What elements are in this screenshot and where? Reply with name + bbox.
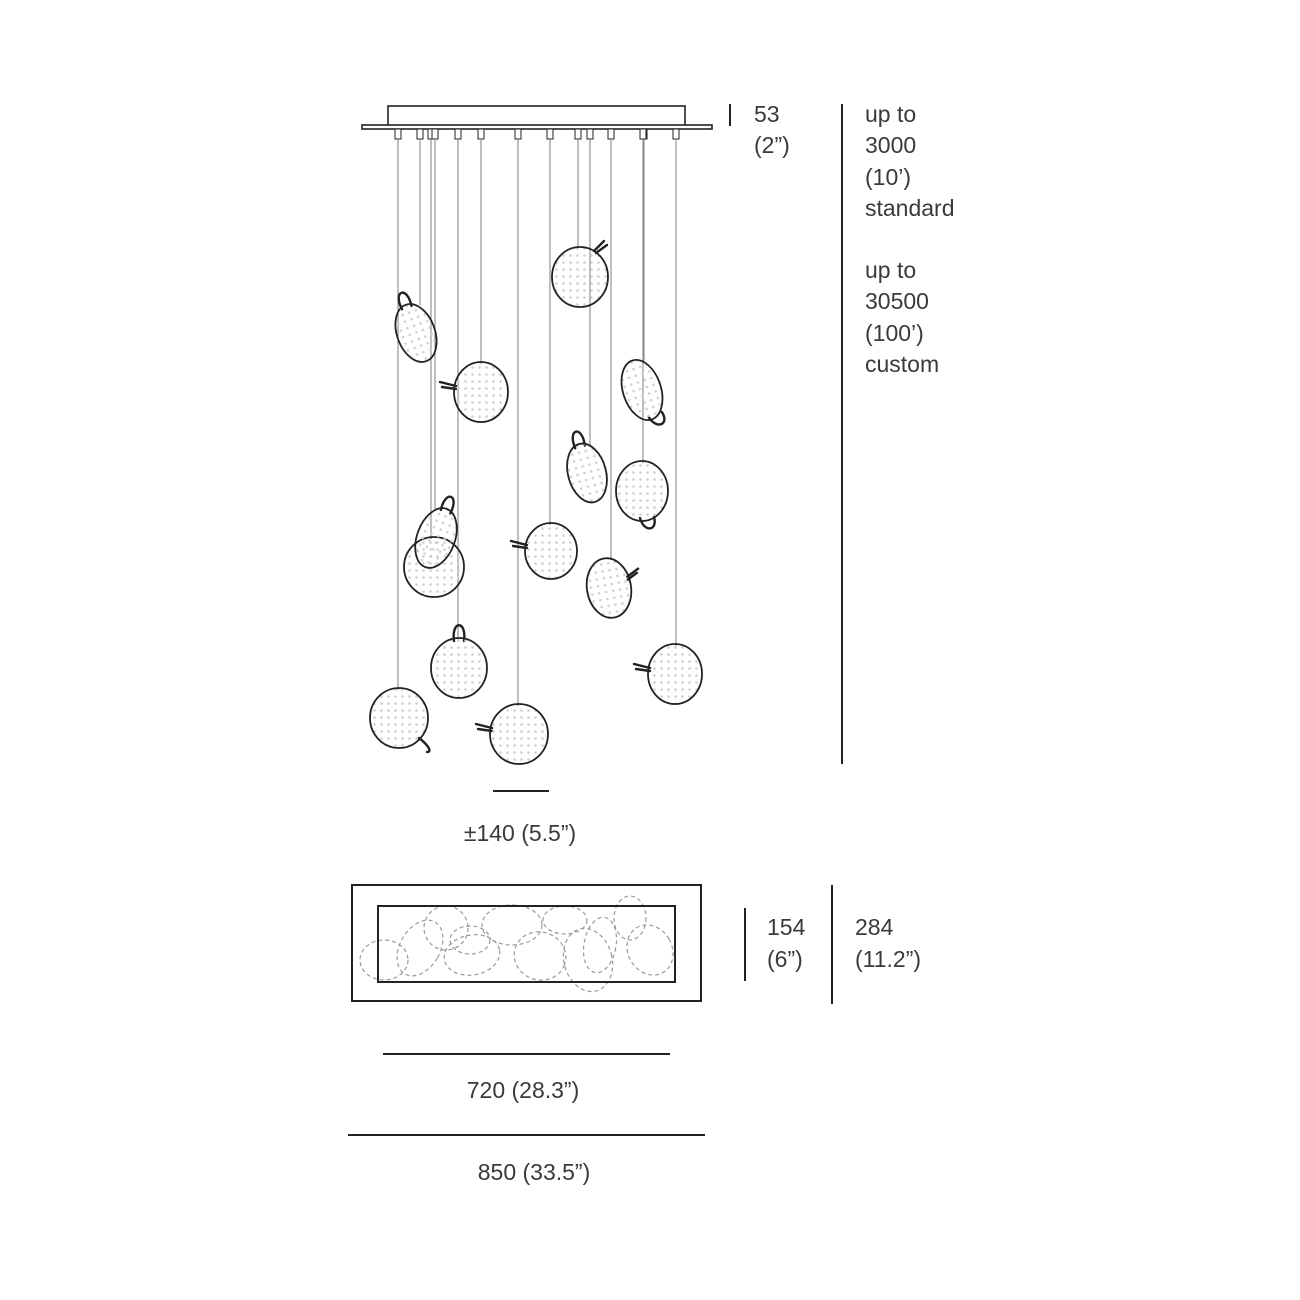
cord-grip: [586, 128, 594, 140]
pendant-shade: [585, 557, 640, 619]
inner-depth-in: (6”): [767, 946, 803, 972]
pendant-shade: [474, 703, 549, 765]
pendant-shade: [430, 624, 488, 699]
suspension-cables: [394, 128, 680, 706]
shade-clip: [397, 291, 413, 311]
shade-clip: [571, 430, 587, 450]
cord-grip: [477, 128, 485, 140]
cord-grip: [574, 128, 582, 140]
plan-shade-outline: [359, 939, 409, 981]
shade-glass: [489, 703, 549, 765]
plan-shade-outline: [562, 927, 614, 993]
cable-custom-line-3: (100’): [865, 320, 924, 346]
inner-width-label: 720 (28.3”): [466, 1077, 580, 1103]
pendant-shade: [615, 460, 669, 530]
pendant-shade: [632, 643, 703, 705]
plan-shade-outline: [423, 905, 469, 951]
outer-depth-mm: 284: [855, 914, 894, 940]
outer-footprint: [351, 884, 702, 1002]
shade-glass: [414, 507, 458, 569]
pendant-shade: [620, 359, 666, 426]
cord-grip: [607, 128, 615, 140]
plan-shade-outline: [582, 916, 618, 974]
shade-clip: [417, 736, 431, 754]
pendant-shade: [438, 361, 509, 423]
outer-width-label: 850 (33.5”): [477, 1159, 591, 1185]
cable-standard-line-3: (10’): [865, 164, 912, 190]
cord-grip: [514, 128, 522, 140]
shade-clip: [452, 624, 466, 643]
pendant-shades: [369, 239, 703, 765]
shade-glass: [453, 361, 509, 423]
cable-standard-line-4: standard: [865, 195, 955, 221]
cord-grip: [394, 128, 402, 140]
cable-custom-line-1: up to: [865, 257, 917, 283]
plan-view: [351, 884, 702, 1002]
inner-depth-mm: 154: [767, 914, 806, 940]
pendant-shade: [551, 239, 609, 308]
shade-glass: [585, 557, 633, 619]
plan-shade-outline: [449, 925, 491, 955]
pendant-shade: [369, 687, 431, 754]
plan-shade-outline: [396, 919, 444, 977]
shade-glass: [566, 442, 608, 504]
cable-custom-line-4: custom: [865, 351, 940, 377]
pendant-diameter-label: ±140 (5.5”): [463, 820, 577, 846]
plan-shade-outline: [626, 924, 674, 976]
canopy-height-mm: 53: [754, 101, 780, 127]
plan-shade-outline: [542, 905, 588, 935]
cord-grip: [454, 128, 462, 140]
shade-glass: [430, 637, 488, 699]
shade-glass: [524, 522, 578, 580]
canopy: [361, 105, 713, 130]
pendant-shade: [414, 495, 458, 569]
cable-standard-line-2: 3000: [865, 132, 917, 158]
plan-shade-outline: [481, 904, 543, 946]
shade-glass: [615, 460, 669, 522]
shade-glass: [551, 246, 609, 308]
cord-grip: [672, 128, 680, 140]
inner-footprint: [377, 905, 676, 983]
cord-grip: [546, 128, 554, 140]
pendant-shade: [509, 522, 578, 580]
plan-shade-outline: [443, 934, 501, 976]
shade-glass: [394, 303, 438, 363]
pendant-shade: [566, 430, 608, 504]
cable-custom-line-2: 30500: [865, 288, 929, 314]
outer-depth-in: (11.2”): [855, 946, 922, 972]
canopy-height-in: (2”): [754, 132, 790, 158]
cord-grip: [416, 128, 424, 140]
cord-grip: [431, 128, 439, 140]
shade-glass: [369, 687, 429, 749]
cord-grip: [639, 128, 647, 140]
plan-shade-outline: [513, 931, 567, 981]
cable-standard-line-1: up to: [865, 101, 917, 127]
shade-glass: [620, 359, 664, 421]
shade-glass: [647, 643, 703, 705]
shade-clip: [592, 239, 609, 255]
plan-shade-outline: [613, 895, 647, 941]
pendant-shade: [394, 291, 438, 363]
shade-clip: [439, 495, 455, 515]
